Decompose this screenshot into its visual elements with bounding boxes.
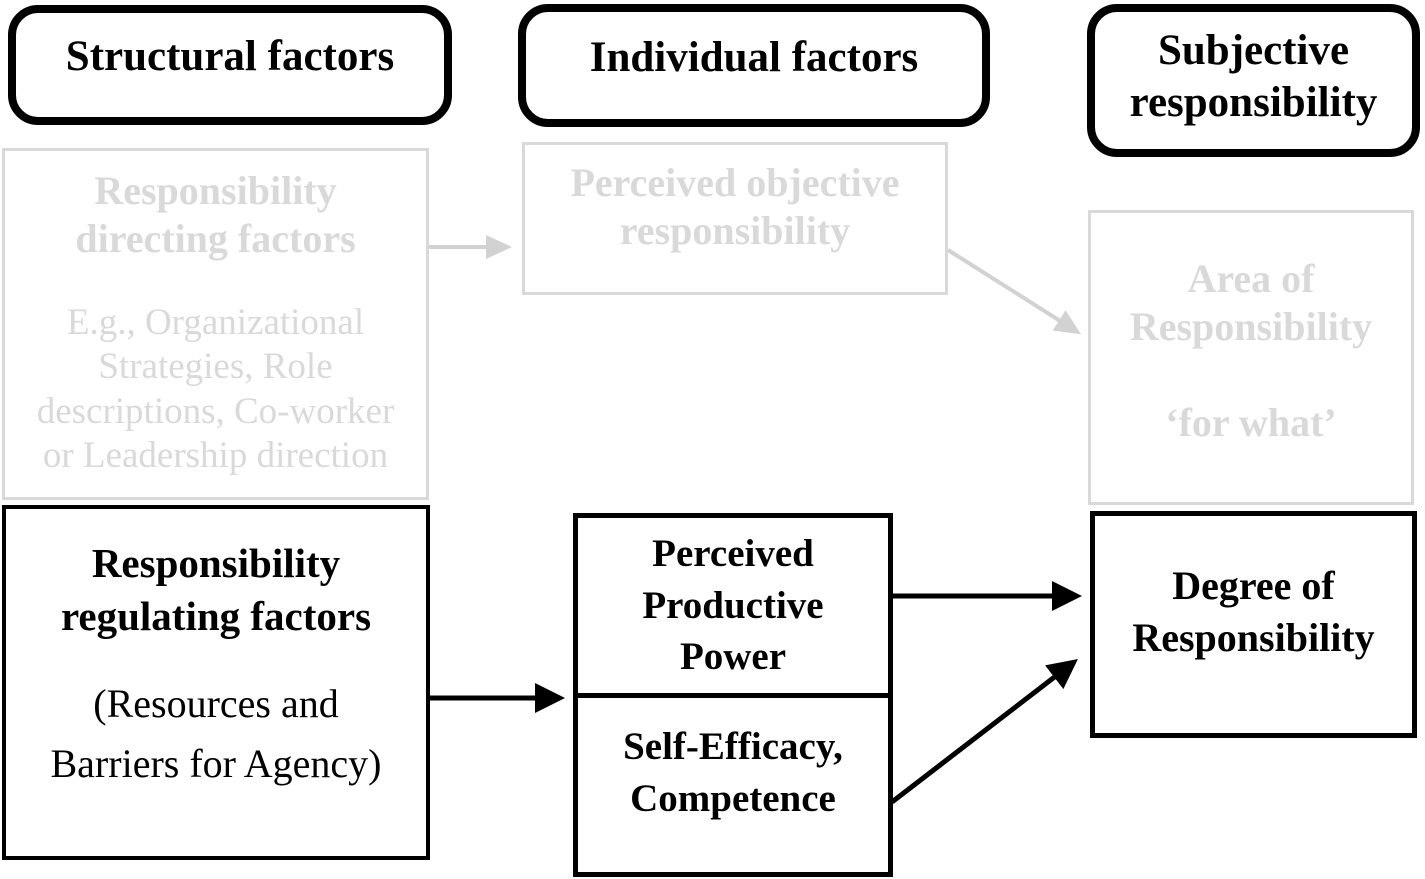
box-title: Responsibility regulating factors [60, 540, 372, 640]
box-perceived-objective-responsibility: Perceived objective responsibility [522, 142, 948, 295]
column-header-individual-factors: Individual factors [518, 4, 990, 127]
column-header-structural-factors: Structural factors [8, 5, 452, 125]
box-subtitle: ‘for what’ [1165, 400, 1337, 445]
arrow-efficacy-to-degree [890, 658, 1078, 804]
box-area-of-responsibility: Area of Responsibility ‘for what’ [1088, 210, 1414, 505]
box-perceived-productive-power: Perceived Productive Power [578, 518, 888, 698]
box-title: Perceived Productive Power [642, 531, 824, 679]
box-title: Degree of Responsibility [1132, 562, 1375, 660]
box-title: Perceived objective responsibility [570, 160, 900, 253]
arrow-objective-to-area [946, 248, 1082, 335]
column-header-label: Subjective responsibility [1129, 26, 1378, 126]
box-parenthetical-text: (Resources and Barriers for Agency) [50, 680, 382, 786]
box-self-efficacy-competence: Self-Efficacy, Competence [578, 698, 888, 872]
box-title: Area of Responsibility [1129, 256, 1373, 349]
box-responsibility-directing-factors: Responsibility directing factors E.g., O… [2, 148, 429, 500]
box-examples-text: E.g., Organizational Strategies, Role de… [36, 302, 395, 477]
box-title: Responsibility directing factors [75, 168, 356, 261]
box-title: Self-Efficacy, Competence [623, 725, 843, 820]
box-degree-of-responsibility: Degree of Responsibility [1090, 511, 1417, 738]
column-header-subjective-responsibility: Subjective responsibility [1087, 4, 1420, 157]
column-header-label: Structural factors [65, 33, 395, 81]
box-responsibility-regulating-factors: Responsibility regulating factors (Resou… [2, 505, 430, 860]
box-individual-factors-stack: Perceived Productive Power Self-Efficacy… [573, 513, 893, 877]
column-header-label: Individual factors [589, 33, 919, 81]
